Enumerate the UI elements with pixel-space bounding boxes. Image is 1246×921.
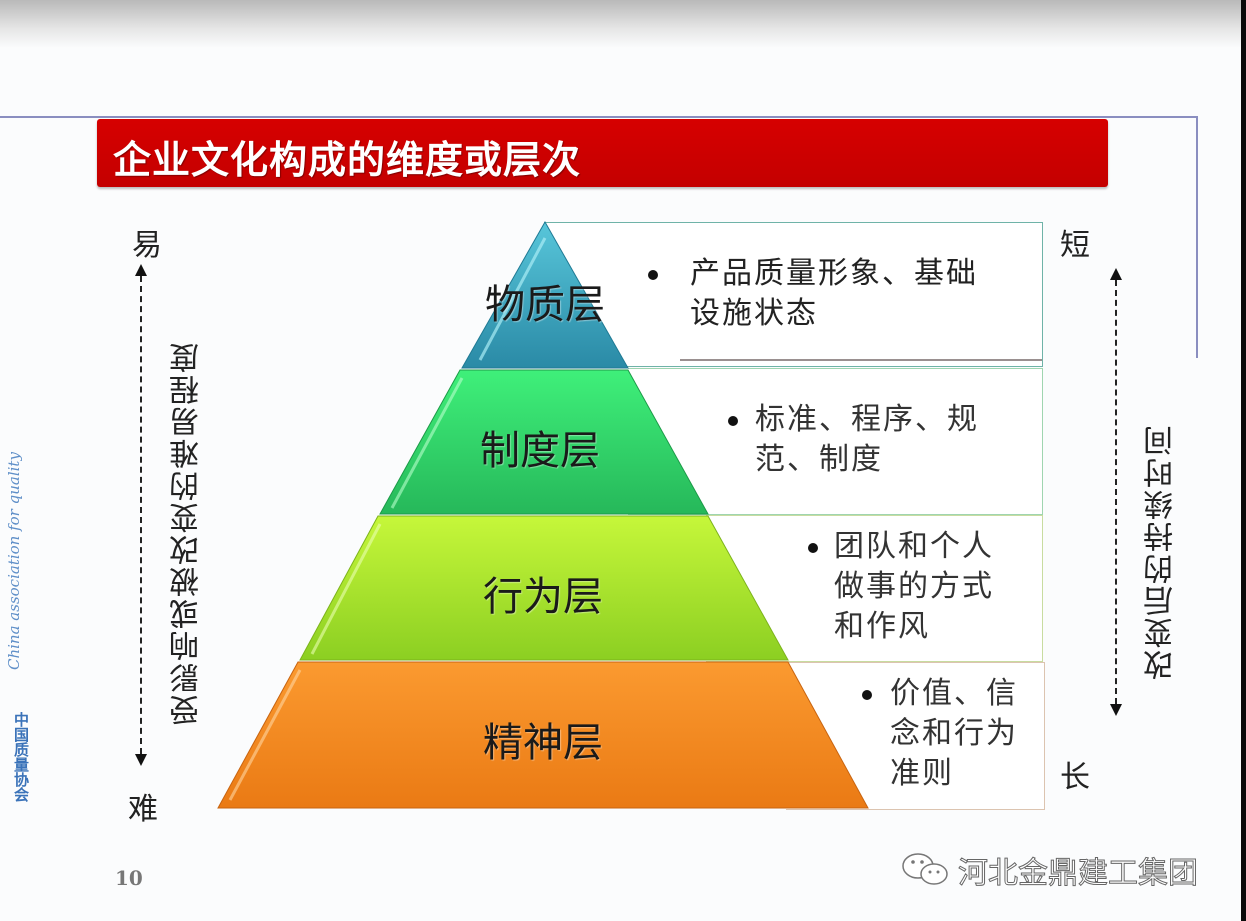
slide-title: 企业文化构成的维度或层次 [113,138,582,182]
bullet-icon [648,270,658,280]
description-box-spirit [786,662,1045,810]
arrow-down-icon [135,754,147,766]
right-axis-line [1115,280,1117,704]
left-axis-bottom-label: 难 [128,792,158,827]
layer-label-material: 物质层 [485,282,605,328]
description-system: 标准、程序、规 范、制度 [755,402,979,477]
arrow-up-icon [135,264,147,276]
description-box-material [544,222,1043,367]
left-axis-line [140,276,142,754]
slide-frame-right [1196,116,1198,358]
logo-chinese: 中国质量协会 [12,712,30,802]
bullet-icon [862,690,872,700]
wechat-icon [902,853,948,885]
divider [680,359,1042,361]
watermark-text: 河北金鼎建工集团 [958,856,1199,892]
watermark: 河北金鼎建工集团 [900,848,1199,892]
description-material: 产品质量形象、基础 设施状态 [690,256,978,331]
left-axis-top-label: 易 [132,228,162,263]
description-box-system [628,368,1043,515]
layer-label-spirit: 精神层 [483,720,603,766]
top-shade [0,0,1246,48]
arrow-down-icon [1110,704,1122,716]
slide-frame-top [0,116,1198,118]
right-axis-top-label: 短 [1060,228,1090,263]
right-axis-bottom-label: 长 [1060,760,1090,795]
bullet-icon [808,543,818,553]
layer-label-system: 制度层 [480,428,600,474]
arrow-up-icon [1110,268,1122,280]
description-spirit: 价值、信 念和行为 准则 [890,676,1018,791]
layer-label-behavior: 行为层 [483,574,603,620]
page-number: 10 [115,866,143,890]
title-bar: 企业文化构成的维度或层次 [97,119,1108,187]
bullet-icon [728,416,738,426]
screen-edge [1241,0,1246,921]
description-behavior: 团队和个人 做事的方式 和作风 [834,529,994,644]
